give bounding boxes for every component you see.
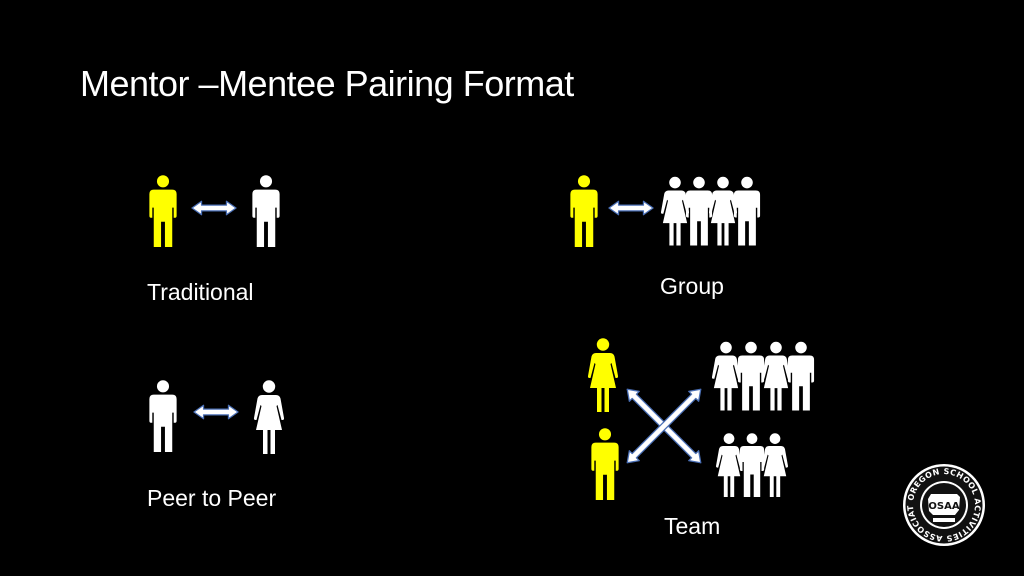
group-diagram xyxy=(566,175,766,247)
double-arrow-icon xyxy=(193,404,239,420)
slide-title: Mentor –Mentee Pairing Format xyxy=(80,63,574,104)
mentee-man-icon xyxy=(737,340,765,412)
mentor-man-icon xyxy=(587,428,623,500)
traditional-label: Traditional xyxy=(147,279,254,305)
mentor-woman-icon xyxy=(585,338,621,412)
group-label: Group xyxy=(660,273,724,299)
svg-text:OSAA: OSAA xyxy=(928,501,959,512)
mentee-woman-icon xyxy=(762,433,788,497)
mentee-woman-icon xyxy=(712,340,740,412)
peer-diagram xyxy=(145,380,295,454)
peer-man-icon xyxy=(145,380,181,452)
double-arrow-icon xyxy=(608,200,654,216)
cross-arrows-icon xyxy=(626,388,702,464)
osaa-logo: OREGON SCHOOL ACTIVITIES ASSOCIATION OSA… xyxy=(898,456,986,547)
double-arrow-icon xyxy=(191,200,237,216)
team-diagram xyxy=(585,338,825,503)
peer-woman-icon xyxy=(251,380,287,454)
mentor-man-icon xyxy=(566,175,602,247)
team-label: Team xyxy=(664,513,721,539)
mentee-man-icon xyxy=(787,340,815,412)
traditional-diagram xyxy=(145,175,285,247)
mentee-man-icon xyxy=(248,175,284,247)
mentor-man-icon xyxy=(145,175,181,247)
mentee-woman-icon xyxy=(762,340,790,412)
peer-label: Peer to Peer xyxy=(147,485,277,511)
mentee-man-icon xyxy=(733,175,761,247)
